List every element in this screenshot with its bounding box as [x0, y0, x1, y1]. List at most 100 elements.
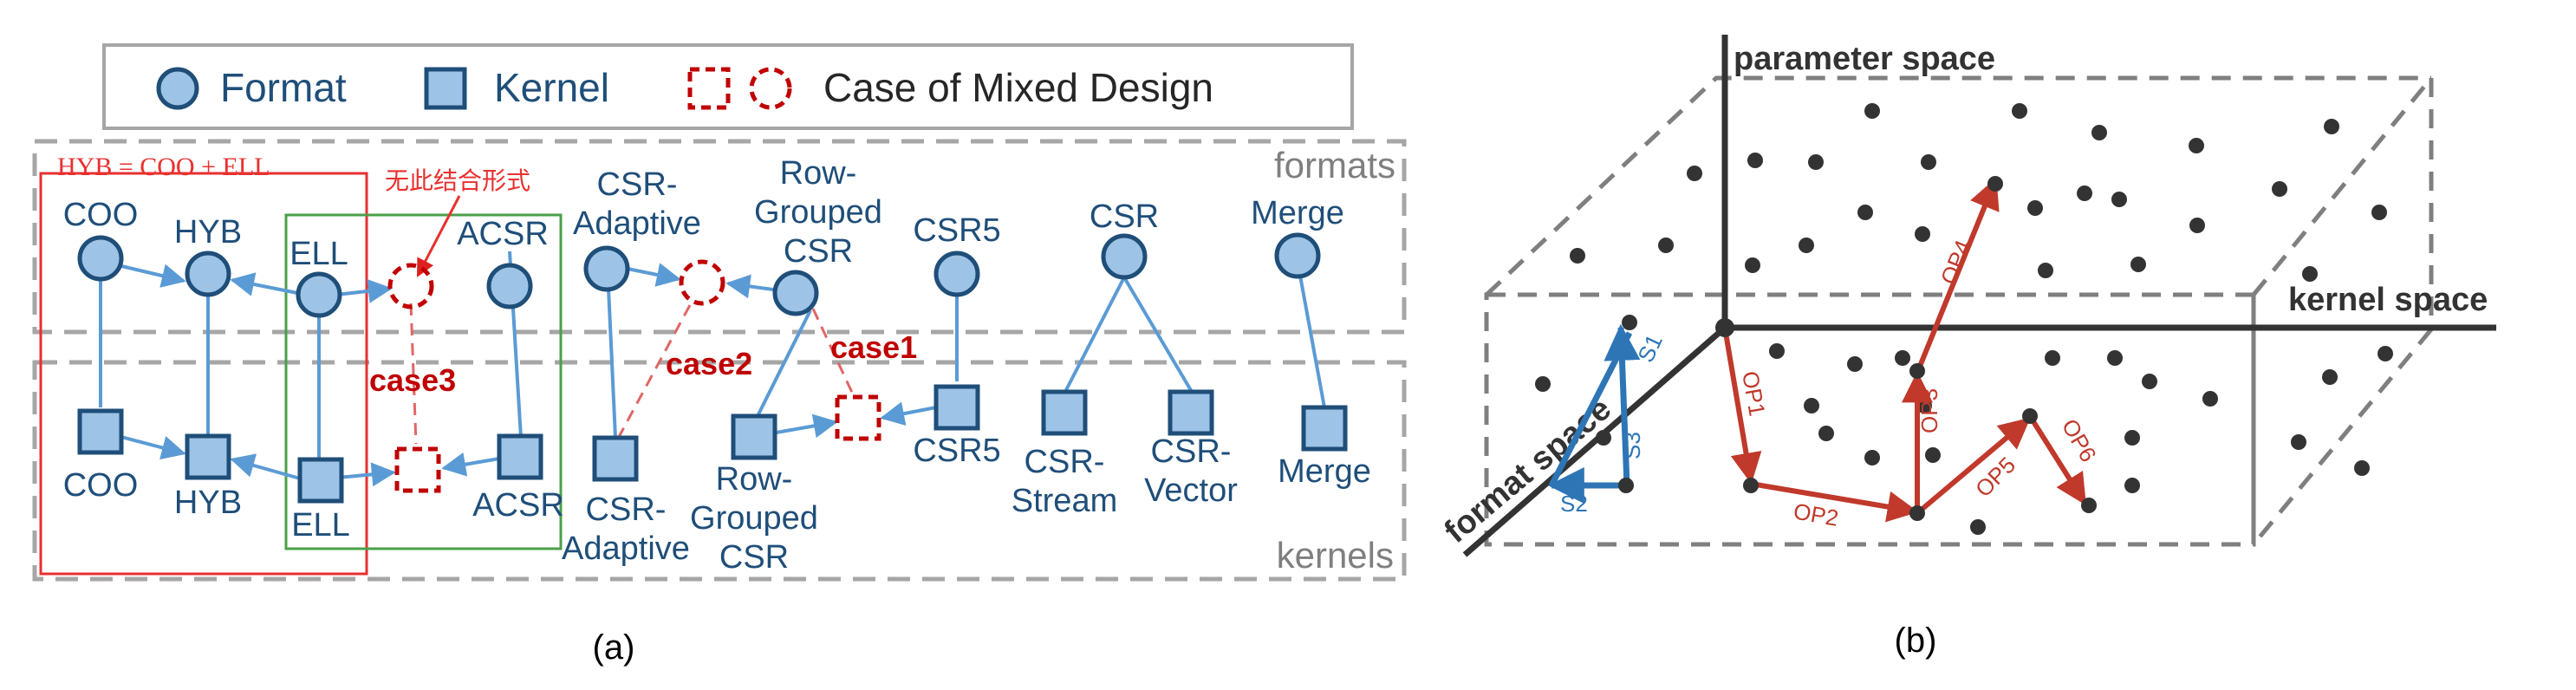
param-dot [2077, 186, 2092, 201]
csr-stream-kernel-label-1: CSR- [1025, 444, 1105, 480]
chinese-note: 无此结合形式 [385, 167, 530, 194]
case1-label: case1 [830, 329, 917, 365]
param-dot [2130, 257, 2146, 272]
parameter-space-label: parameter space [1734, 41, 1995, 77]
param-dot [1915, 226, 1930, 242]
param-dot [2322, 369, 2338, 385]
panel-a-caption: (a) [593, 628, 635, 667]
ell-kernel-label: ELL [291, 507, 350, 544]
formats-region-label: formats [1274, 145, 1395, 186]
case2-mixed-format-node [679, 259, 725, 306]
op-path-dot [2022, 408, 2038, 424]
cube-top-right-edge [2252, 76, 2433, 296]
ell-format-label: ELL [289, 236, 348, 272]
param-dot [1857, 205, 1873, 220]
param-dot [2371, 205, 2387, 220]
legend-kernel-label: Kernel [494, 65, 609, 110]
op2-arrow [1750, 481, 1919, 523]
csr5-to-mixed-kernel-arrow [880, 401, 937, 426]
coo-kernel-label: COO [63, 467, 139, 504]
param-dot [1769, 343, 1785, 359]
hyb-format-node [185, 251, 231, 297]
param-dot [2038, 263, 2053, 278]
param-dot [1687, 166, 1702, 181]
s-path-dot [1622, 315, 1637, 330]
param-dot [2354, 460, 2370, 476]
hyb-group-label: HYB = COO + ELL [57, 153, 270, 181]
ell-format-node [296, 271, 342, 318]
panel-b: parameter space kernel space format spac… [1438, 35, 2496, 660]
op-path-dot [1909, 363, 1925, 379]
row-grouped-format-label-2: Grouped [754, 194, 882, 231]
param-dot [1864, 450, 1880, 465]
ell-to-mixed-kernel-arrow [337, 462, 396, 487]
csr-stream-kernel-node [1041, 389, 1088, 436]
ell-to-hyb-format-arrow [230, 272, 302, 296]
row-grouped-format-label-3: CSR [784, 233, 853, 270]
ell-to-hyb-kernel-arrow [230, 453, 301, 480]
cube-bottom-right-edge [2252, 328, 2433, 546]
format-space-label: format space [1438, 391, 1618, 550]
case3-link [409, 303, 418, 445]
acsr-kernel-node [497, 433, 543, 480]
param-dot [2111, 192, 2127, 207]
chinese-note-arrow [416, 195, 461, 277]
param-dot [2012, 103, 2027, 119]
csr-adaptive-kernel-node [592, 435, 639, 482]
csr5-format-node [933, 251, 980, 297]
legend: Format Kernel Case of Mixed Design [102, 43, 1354, 130]
op4-label: OP4 [1935, 237, 1976, 288]
csr-adaptive-format-kernel-link [607, 287, 617, 439]
param-dot [2378, 346, 2393, 361]
legend-mixed-format-icon [749, 67, 792, 110]
kernel-space-label: kernel space [2288, 282, 2488, 318]
coo-to-hyb-kernel-arrow [117, 434, 186, 460]
merge-format-kernel-link [1298, 275, 1326, 408]
param-dot [2091, 125, 2107, 140]
panel-b-caption: (b) [1895, 622, 1937, 660]
param-dot [1799, 238, 1814, 253]
param-dot [2107, 350, 2123, 366]
csr5-kernel-node [933, 384, 980, 431]
adaptive-to-mixed-format-arrow [627, 263, 681, 287]
s3-label: S3 [1619, 432, 1645, 459]
panel-a: Format Kernel Case of Mixed Design forma… [32, 43, 1407, 667]
case2-link [617, 304, 692, 438]
acsr-kernel-label: ACSR [472, 487, 564, 524]
s2-label: S2 [1560, 491, 1588, 517]
rowgrouped-to-mixed-kernel-arrow [771, 413, 838, 439]
s1-label: S1 [1632, 330, 1668, 367]
case3-mixed-kernel-node [394, 446, 441, 493]
param-dot [2124, 478, 2140, 493]
op5-arrow [1916, 417, 2031, 516]
legend-kernel-icon [424, 67, 467, 110]
param-dot [1921, 154, 1936, 170]
row-grouped-kernel-label-3: CSR [719, 539, 789, 576]
csr-format-vector-link [1122, 276, 1194, 394]
csr5-kernel-label: CSR5 [913, 433, 1000, 469]
csr-format-label: CSR [1090, 199, 1159, 235]
kernels-region [32, 360, 1407, 582]
csr-adaptive-format-node [583, 245, 630, 292]
csr-adaptive-format-label-1: CSR- [597, 166, 678, 203]
op2-label: OP2 [1792, 498, 1840, 531]
param-dot [2124, 430, 2140, 446]
param-dot [2291, 434, 2306, 450]
merge-kernel-node [1301, 405, 1348, 452]
legend-mixed-kernel-icon [687, 67, 731, 110]
coo-kernel-node [77, 408, 124, 455]
origin-dot [1715, 318, 1734, 337]
s-path-dot [1618, 478, 1634, 493]
row-grouped-kernel-node [731, 413, 777, 460]
op6-label: OP6 [2057, 414, 2102, 466]
case3-label: case3 [369, 362, 456, 398]
csr-vector-kernel-label-1: CSR- [1151, 433, 1232, 470]
param-dot [2324, 119, 2339, 134]
csr-stream-kernel-label-2: Stream [1012, 483, 1117, 519]
csr5-format-label: CSR5 [913, 212, 1000, 249]
case1-link [811, 308, 855, 397]
csr-adaptive-kernel-label-2: Adaptive [562, 531, 690, 567]
param-dot [1925, 447, 1941, 463]
op-path-dot [1909, 505, 1925, 521]
param-dot [1818, 426, 1834, 441]
